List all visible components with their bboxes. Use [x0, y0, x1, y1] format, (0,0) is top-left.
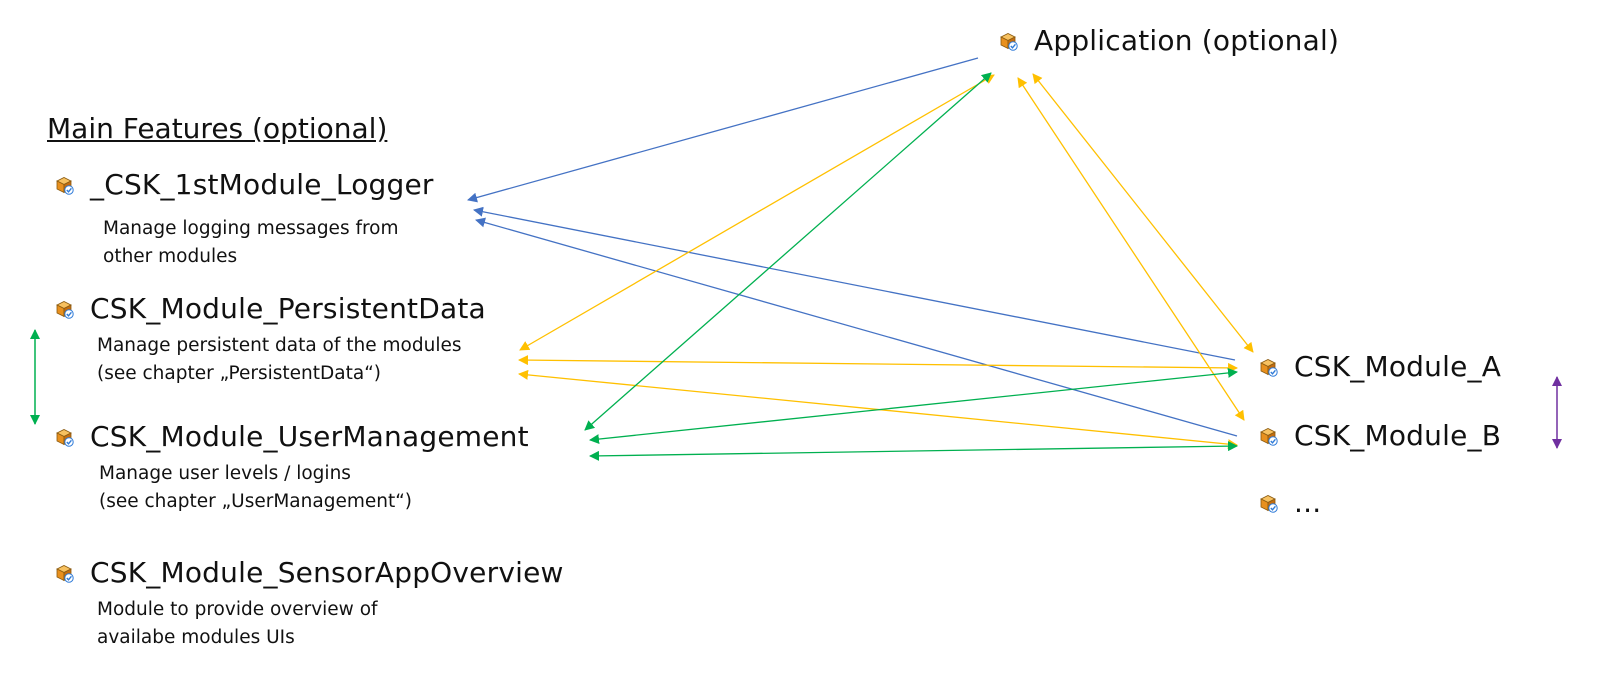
- module-usermanagement-description: Manage user levels / logins (see chapter…: [99, 460, 412, 516]
- description-line: Manage persistent data of the modules: [97, 335, 462, 356]
- arrow-application-module-a: [1032, 73, 1254, 353]
- arrow-usermanagement-module-b: [589, 441, 1238, 461]
- description-line: availabe modules UIs: [97, 627, 295, 648]
- description-line: Manage logging messages from: [103, 218, 399, 239]
- description-line: (see chapter „UserManagement“): [99, 491, 413, 512]
- module-box-icon: [1000, 32, 1018, 51]
- module-b: CSK_Module_B: [1258, 419, 1501, 452]
- description-line: Module to provide overview of: [97, 599, 378, 620]
- module-persistentdata: CSK_Module_PersistentData: [54, 292, 486, 325]
- module-sensorappoverview-description: Module to provide overview of availabe m…: [97, 596, 378, 652]
- module-more: ...: [1258, 486, 1321, 519]
- description-line: Manage user levels / logins: [99, 463, 351, 484]
- module-a-label: CSK_Module_A: [1294, 350, 1502, 383]
- arrow-usermanagement-module-a: [589, 367, 1238, 445]
- module-more-label: ...: [1294, 486, 1322, 519]
- module-box-icon: [56, 564, 74, 583]
- module-sensorappoverview-label: CSK_Module_SensorAppOverview: [90, 556, 564, 589]
- module-usermanagement-label: CSK_Module_UserManagement: [90, 420, 529, 453]
- module-usermanagement: CSK_Module_UserManagement: [54, 420, 529, 453]
- arrow-persistentdata-module-a: [518, 355, 1238, 373]
- arrow-application-usermanagement: [584, 72, 992, 431]
- arrow-application-persistentdata: [519, 74, 995, 351]
- description-line: other modules: [103, 246, 238, 267]
- application-label: Application (optional): [1034, 24, 1340, 57]
- arrow-module-b-to-logger: [475, 217, 1238, 437]
- module-box-icon: [1260, 427, 1278, 446]
- module-persistentdata-label: CSK_Module_PersistentData: [90, 292, 486, 325]
- module-box-icon: [1260, 358, 1278, 377]
- module-box-icon: [1260, 494, 1278, 513]
- module-box-icon: [56, 300, 74, 319]
- module-logger: _CSK_1stModule_Logger: [54, 168, 434, 201]
- description-line: (see chapter „PersistentData“): [97, 363, 382, 384]
- main-features-heading: Main Features (optional): [47, 112, 388, 145]
- arrow-application-module-b: [1017, 77, 1245, 421]
- module-logger-label: _CSK_1stModule_Logger: [90, 168, 434, 201]
- module-a: CSK_Module_A: [1258, 350, 1501, 383]
- module-b-label: CSK_Module_B: [1294, 419, 1502, 452]
- application-node: Application (optional): [998, 24, 1339, 57]
- module-persistentdata-description: Manage persistent data of the modules (s…: [97, 332, 461, 388]
- module-box-icon: [56, 428, 74, 447]
- module-box-icon: [56, 176, 74, 195]
- module-sensorappoverview: CSK_Module_SensorAppOverview: [54, 556, 564, 589]
- module-logger-description: Manage logging messages from other modul…: [103, 215, 399, 271]
